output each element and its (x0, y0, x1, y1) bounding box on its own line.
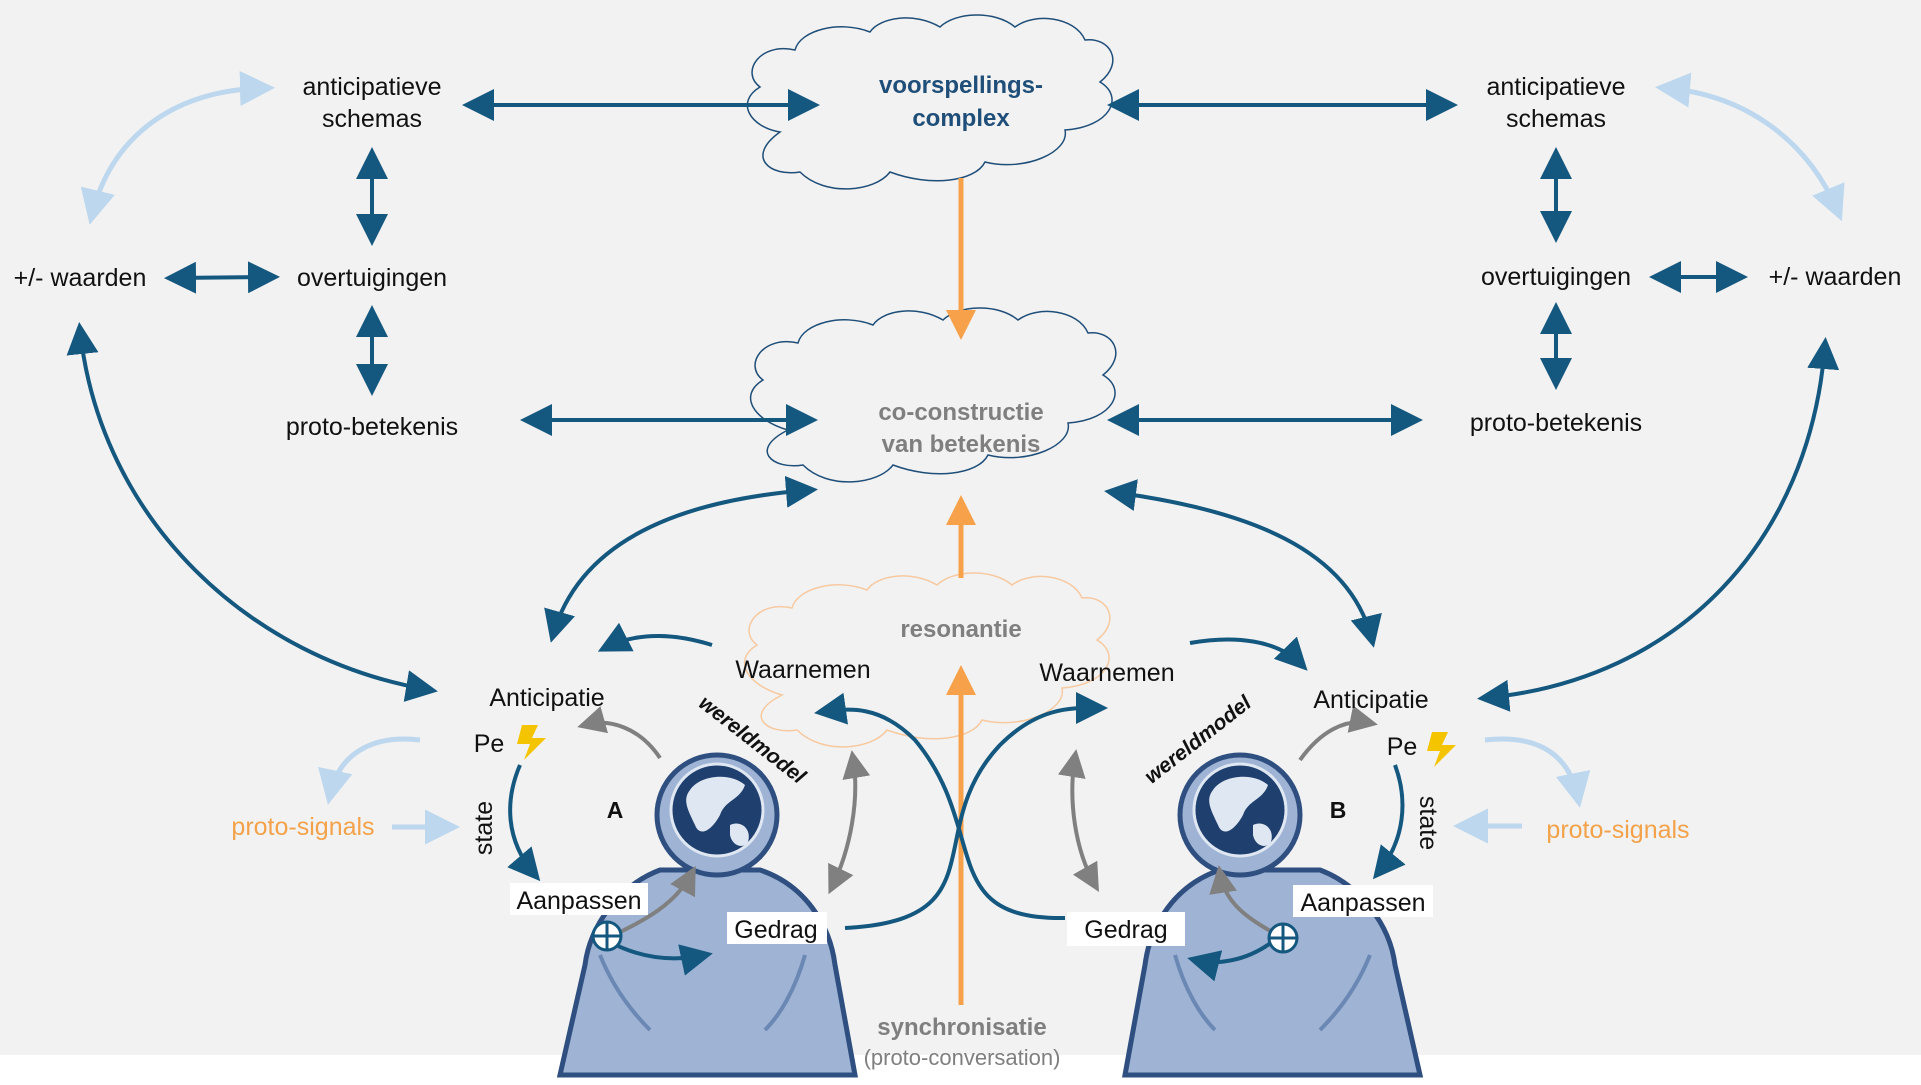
cloud-coconstruction (750, 307, 1117, 483)
left-perceive: Waarnemen (735, 656, 870, 684)
plus-circle-icon (591, 920, 623, 952)
left-state: state (470, 801, 498, 855)
arc-right-perceive-anticipation (1189, 636, 1308, 671)
arc-left-values-anticipation (66, 322, 438, 702)
arc-left-perceive-anticipation (597, 622, 713, 652)
prediction-complex-line1: voorspellings- (879, 72, 1043, 99)
right-adapt: Aanpassen (1300, 889, 1425, 917)
coconstruction-line2: van betekenis (882, 431, 1041, 458)
arc-left-state (507, 764, 541, 882)
left-schemas-line2: schemas (322, 105, 422, 133)
label-box-behaviour-a (727, 912, 827, 944)
prediction-complex-line2: complex (912, 105, 1010, 132)
left-values: +/- waarden (14, 264, 147, 292)
person-b (1122, 752, 1424, 1078)
right-schemas-line2: schemas (1506, 105, 1606, 133)
arrow-plus-behaviour-a (609, 940, 713, 976)
sync-label: synchronisatie (877, 1014, 1046, 1041)
resonance-label: resonantie (900, 616, 1021, 643)
grey-arrow-perceive-behaviour-b (1057, 749, 1099, 892)
grey-arrow-worldmodel-anticipation-a (577, 706, 662, 760)
lightning-icon (517, 725, 546, 760)
arc-left-coconstruction-anticipation (544, 475, 818, 643)
right-beliefs: overtuigingen (1481, 263, 1631, 291)
left-proto-signals: proto-signals (231, 813, 374, 841)
globe-icon (1192, 762, 1288, 858)
left-beliefs: overtuigingen (297, 264, 447, 292)
sync-sub-label: (proto-conversation) (864, 1045, 1061, 1070)
grey-arrow-worldmodel-anticipation-b (1298, 705, 1378, 762)
right-perceive: Waarnemen (1039, 659, 1174, 687)
globe-icon (669, 762, 765, 858)
label-box-adapt-a (510, 883, 648, 915)
light-arrow-left-pe-down (318, 736, 421, 805)
left-behaviour: Gedrag (734, 916, 817, 944)
plus-circle-icon (1267, 922, 1299, 954)
cloud-prediction-complex (746, 14, 1114, 190)
left-pe: Pe (474, 730, 505, 758)
right-anticipation: Anticipatie (1313, 686, 1428, 714)
light-arc-top-left (80, 71, 275, 225)
lightning-icon (1427, 732, 1456, 767)
person-a-letter: A (607, 797, 624, 823)
right-behaviour: Gedrag (1084, 916, 1167, 944)
arc-right-coconstruction-anticipation (1104, 479, 1382, 648)
arrow-plus-behaviour-b (1187, 940, 1274, 982)
arrow-left-values-beliefs (164, 261, 280, 294)
label-box-adapt-b (1293, 885, 1433, 917)
grey-arrow-perceive-behaviour-a (828, 750, 871, 895)
curve-behaviour-b-to-perceive-a (814, 692, 1066, 921)
right-schemas-line1: anticipatieve (1487, 73, 1626, 101)
left-adapt: Aanpassen (516, 887, 641, 915)
right-values: +/- waarden (1769, 263, 1902, 291)
curve-behaviour-a-to-perceive-b (844, 691, 1108, 930)
arc-right-values-anticipation (1477, 337, 1840, 712)
right-pe: Pe (1387, 733, 1418, 761)
right-state: state (1414, 796, 1442, 850)
light-arrow-right-pe-down (1484, 736, 1591, 808)
coconstruction-line1: co-constructie (878, 399, 1043, 426)
right-proto-meaning: proto-betekenis (1470, 409, 1642, 437)
left-schemas-line1: anticipatieve (303, 73, 442, 101)
label-box-behaviour-b (1067, 912, 1185, 946)
person-b-letter: B (1330, 797, 1347, 823)
light-arc-top-right (1655, 72, 1845, 222)
arc-right-state (1372, 764, 1406, 880)
left-proto-meaning: proto-betekenis (286, 413, 458, 441)
left-anticipation: Anticipatie (489, 684, 604, 712)
right-proto-signals: proto-signals (1546, 816, 1689, 844)
